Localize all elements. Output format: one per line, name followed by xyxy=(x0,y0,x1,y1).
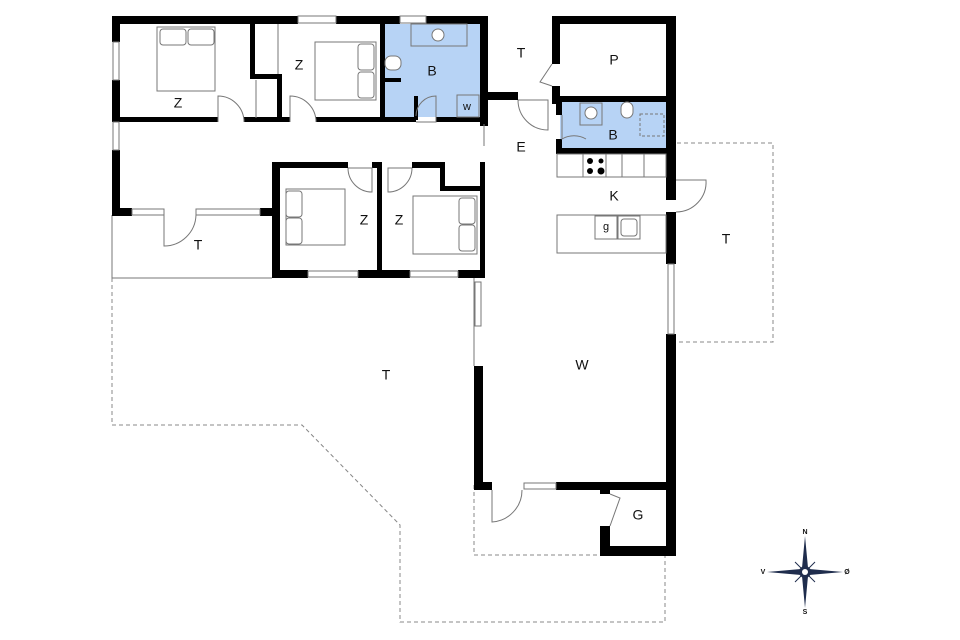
label-terrace-entry: T xyxy=(517,45,526,61)
stove-burners xyxy=(587,158,605,175)
label-living: W xyxy=(575,357,589,373)
label-bedroom-4: Z xyxy=(395,212,404,228)
thin-lines xyxy=(156,23,667,366)
label-dishwasher: g xyxy=(603,221,609,233)
label-washer: w xyxy=(462,101,471,113)
compass-s: S xyxy=(803,609,808,616)
bathroom-1-fill xyxy=(384,24,480,117)
terrace-outlines xyxy=(111,142,774,623)
fixtures xyxy=(384,28,665,237)
label-terrace-south: T xyxy=(382,367,391,383)
label-bedroom-3: Z xyxy=(360,212,369,228)
compass-e: Ø xyxy=(844,569,850,576)
compass-w: V xyxy=(761,569,766,576)
label-garage-storage: G xyxy=(633,507,644,523)
walls xyxy=(112,16,676,556)
compass-rose-icon: N S Ø V xyxy=(761,529,851,616)
windows xyxy=(112,15,675,490)
bathroom-2-fill xyxy=(560,101,666,151)
pillows xyxy=(159,28,476,252)
label-utility: P xyxy=(609,52,618,68)
label-entrance: E xyxy=(516,139,525,155)
label-bathroom-2: B xyxy=(608,127,617,143)
terrace-west-outline xyxy=(111,215,272,279)
label-kitchen: K xyxy=(609,188,619,204)
compass-n: N xyxy=(802,529,807,536)
doors xyxy=(163,63,707,527)
label-bathroom-1: B xyxy=(427,63,436,79)
label-terrace-west: T xyxy=(194,237,203,253)
label-bedroom-1: Z xyxy=(174,95,183,111)
room-labels: Z Z B w T P B E K g Z Z T T T W G xyxy=(174,45,731,523)
label-terrace-east: T xyxy=(722,231,731,247)
label-bedroom-2: Z xyxy=(295,57,304,73)
